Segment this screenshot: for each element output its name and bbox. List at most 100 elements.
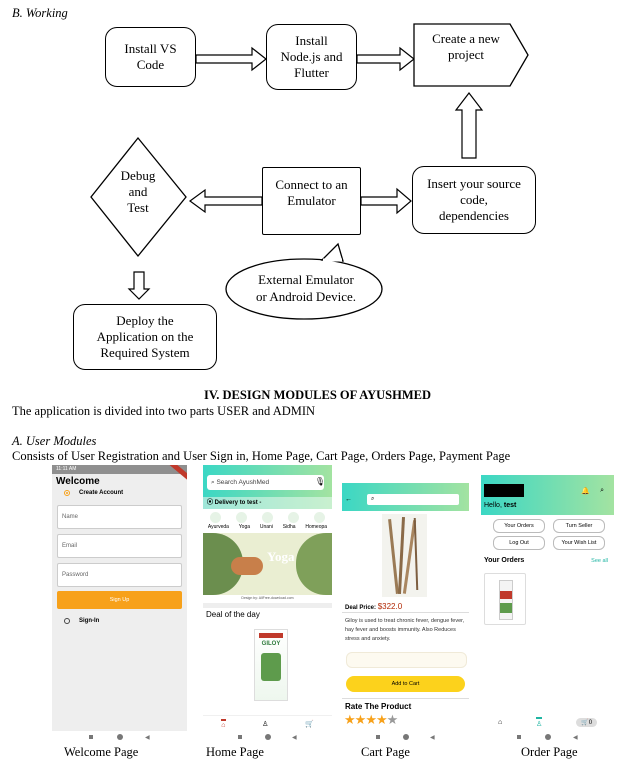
nav-back-icon[interactable]: ◀ [292, 735, 297, 741]
turn-seller-button[interactable]: Turn Seller [553, 519, 605, 533]
orders-heading: Your Orders [484, 557, 525, 564]
external-emulator-label: External Emulator or Android Device. [255, 272, 356, 304]
radio-unselected-icon[interactable] [64, 618, 70, 624]
arrow-vscode-to-node [195, 46, 267, 72]
rating-stars[interactable]: ★★★★★ [344, 712, 399, 728]
password-field[interactable]: Password [57, 563, 182, 587]
star-icon[interactable]: ★ [386, 712, 399, 727]
cart-icon[interactable]: 🛒0 [576, 718, 598, 727]
cart-count-badge: 0 [588, 720, 593, 726]
nav-home-icon[interactable] [403, 734, 409, 740]
install-node-label: Install Node.js and Flutter [280, 33, 343, 80]
bell-icon[interactable]: 🔔 [581, 488, 590, 495]
category-sidha-icon[interactable] [287, 512, 299, 523]
cart-caption: Cart Page [361, 745, 410, 759]
welcome-caption: Welcome Page [64, 745, 139, 759]
working-heading: B. Working [12, 6, 68, 20]
redacted-logo [484, 484, 524, 497]
nav-back-icon[interactable]: ◀ [145, 735, 150, 741]
category-label[interactable]: Sidha [282, 524, 296, 530]
deal-price-label: Deal Price: [345, 605, 377, 611]
arrow-connect-to-insert [360, 187, 412, 215]
connect-emulator-box: Connect to an Emulator [262, 167, 361, 235]
radio-selected-icon[interactable] [64, 490, 70, 496]
order-page-screenshot: 🔔 ⌕ Hello, test Your Orders Turn Seller … [481, 475, 614, 741]
flowchart-connectors [90, 23, 529, 320]
category-unani-icon[interactable] [261, 512, 273, 523]
name-field[interactable]: Name [57, 505, 182, 529]
signin-label: Sign-In [79, 618, 100, 624]
banner-title: Yoga [267, 549, 295, 564]
greeting-prefix: Hello, [484, 502, 502, 509]
mic-icon[interactable]: 🎙 [314, 477, 325, 486]
deploy-label: Deploy the Application on the Required S… [96, 313, 194, 360]
nav-recents-icon[interactable] [376, 735, 380, 739]
logout-button[interactable]: Log Out [493, 536, 545, 550]
status-bar: 11:11 AM [52, 465, 187, 474]
category-homeopathy-icon[interactable] [313, 512, 325, 523]
install-vscode-label: Install VS Code [124, 41, 177, 72]
bubble-tail [320, 242, 344, 262]
giloy-product-image [499, 580, 513, 620]
star-icon[interactable]: ★ [375, 712, 388, 727]
star-icon[interactable]: ★ [344, 712, 356, 727]
bottom-nav: ⌂ ♙ 🛒0 [481, 714, 614, 731]
category-ayurveda-icon[interactable] [210, 512, 222, 523]
order-item-card[interactable] [484, 573, 526, 625]
star-icon[interactable]: ★ [354, 712, 367, 727]
nav-home-icon[interactable] [545, 734, 551, 740]
product-name: GILOY [261, 641, 281, 647]
wishlist-button[interactable]: Your Wish List [553, 536, 605, 550]
nav-recents-icon[interactable] [517, 735, 521, 739]
account-icon[interactable]: ♙ [262, 720, 269, 728]
your-orders-button[interactable]: Your Orders [493, 519, 545, 533]
back-arrow-icon[interactable]: ← [345, 496, 352, 503]
nav-recents-icon[interactable] [238, 735, 242, 739]
delivery-bar[interactable]: ⦿ Delivery to test - [203, 497, 332, 509]
create-account-label: Create Account [79, 490, 124, 496]
create-account-option[interactable]: Create Account [52, 489, 187, 497]
nav-back-icon[interactable]: ◀ [430, 735, 435, 741]
greeting-name: test [503, 502, 517, 509]
arrow-connect-to-debug [188, 188, 263, 214]
banner-credit: Design by: AllFree-download.com [241, 596, 294, 600]
nav-home-icon[interactable] [265, 734, 271, 740]
nav-home-icon[interactable] [117, 734, 123, 740]
category-label[interactable]: Unani [259, 524, 273, 530]
nav-back-icon[interactable]: ◀ [573, 735, 578, 741]
greeting: Hello, test [484, 502, 516, 509]
quantity-field[interactable] [346, 652, 467, 668]
home-page-screenshot: ⌕ Search AyushMed 🎙 ⦿ Delivery to test -… [203, 465, 332, 741]
signin-option[interactable]: Sign-In [52, 609, 187, 633]
add-to-cart-button[interactable]: Add to Cart [346, 676, 465, 692]
arrow-debug-to-deploy [127, 271, 151, 300]
cart-page-screenshot: ← ⌕ Deal Price: $322.0 Giloy is used to … [342, 483, 469, 741]
category-yoga-icon[interactable] [236, 512, 248, 523]
email-field[interactable]: Email [57, 534, 182, 558]
star-icon[interactable]: ★ [365, 712, 377, 727]
category-label[interactable]: Yoga [238, 524, 250, 530]
arrow-insert-to-create [454, 92, 484, 159]
category-label[interactable]: Homeopa [305, 524, 328, 530]
insert-source-box: Insert your source code, dependencies [412, 166, 536, 234]
nav-recents-icon[interactable] [89, 735, 93, 739]
search-input[interactable]: ⌕ Search AyushMed [207, 475, 324, 490]
giloy-product-image[interactable]: GILOY [254, 629, 288, 701]
deal-price-row: Deal Price: $322.0 [345, 602, 402, 611]
product-description: Giloy is used to treat chronic fever, de… [345, 618, 465, 642]
install-vscode-box: Install VS Code [105, 27, 196, 87]
yoga-banner[interactable]: Yoga [203, 533, 332, 595]
product-image[interactable] [382, 514, 427, 597]
search-placeholder: Search AyushMed [216, 479, 270, 486]
search-icon[interactable]: ⌕ [600, 487, 604, 494]
bottom-nav: ⌂ ♙ 🛒 [203, 715, 332, 731]
signup-button[interactable]: Sign Up [57, 591, 182, 609]
home-icon[interactable]: ⌂ [221, 718, 226, 729]
cart-icon[interactable]: 🛒 [304, 720, 314, 728]
user-modules-heading: A. User Modules [12, 434, 97, 448]
search-input[interactable]: ⌕ [367, 494, 459, 505]
see-all-link[interactable]: See all [591, 558, 608, 564]
home-icon[interactable]: ⌂ [497, 719, 503, 726]
account-icon[interactable]: ♙ [536, 717, 543, 728]
category-label[interactable]: Ayurveda [207, 524, 229, 530]
